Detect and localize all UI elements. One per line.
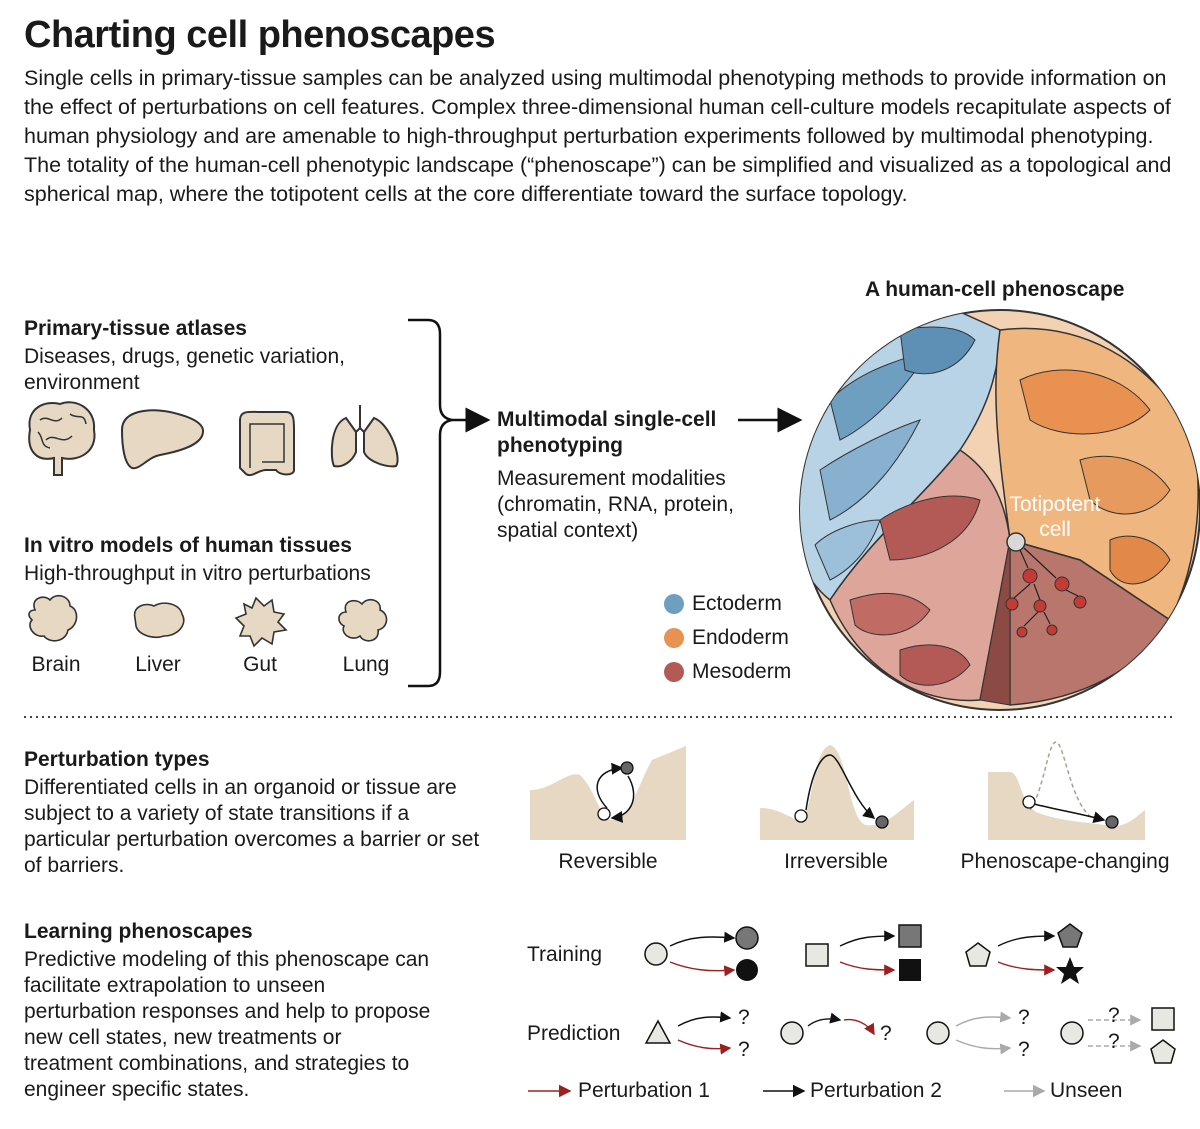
liver-icon <box>120 409 204 470</box>
reversible-landscape <box>530 746 686 840</box>
unknown-mark: ? <box>1108 1030 1120 1053</box>
phenoscape-sphere <box>799 309 1200 711</box>
gut-icon <box>239 410 295 477</box>
irreversible-landscape <box>760 745 914 840</box>
in-vitro-heading: In vitro models of human tissues <box>24 534 352 557</box>
prediction-triangle-group <box>644 1011 732 1055</box>
perturbation-description: Differentiated cells in an organoid or t… <box>24 776 480 877</box>
in-vitro-description: High-throughput in vitro perturbations <box>24 562 371 585</box>
unknown-mark: ? <box>1108 1004 1120 1027</box>
learning-heading: Learning phenoscapes <box>24 920 253 943</box>
phenoscape-changing-landscape <box>988 741 1145 840</box>
type-label-reversible: Reversible <box>558 850 658 873</box>
prediction-circle-unseen-group <box>926 1011 1012 1055</box>
mesoderm-label: Mesoderm <box>692 660 792 683</box>
unknown-mark: ? <box>1018 1006 1030 1029</box>
gut-organoid-icon <box>234 596 288 648</box>
bracket <box>408 318 453 688</box>
liver-organoid-icon <box>133 602 185 639</box>
type-label-phenoscape-changing: Phenoscape-changing <box>960 850 1170 873</box>
brain-organoid-icon <box>28 594 78 642</box>
phenotyping-heading-line1: Multimodal single-cell <box>497 408 717 431</box>
organoid-label-brain: Brain <box>31 653 81 676</box>
phenoscape-title: A human-cell phenoscape <box>865 278 1125 301</box>
phenotyping-heading-line2: phenotyping <box>497 434 623 457</box>
type-label-irreversible: Irreversible <box>784 850 888 873</box>
legend-perturbation-1: Perturbation 1 <box>578 1079 710 1102</box>
training-circle-group <box>644 926 759 981</box>
training-pentagon-group <box>965 923 1084 984</box>
atlases-description: Diseases, drugs, genetic variation, envi… <box>24 345 345 394</box>
prediction-novel-state-group <box>1060 1007 1176 1064</box>
prediction-label: Prediction <box>527 1022 621 1045</box>
perturbation-heading: Perturbation types <box>24 748 210 771</box>
learning-description: Predictive modeling of this phenoscape c… <box>24 948 431 1101</box>
ectoderm-label: Ectoderm <box>692 592 782 615</box>
lung-organoid-icon <box>338 598 388 642</box>
unknown-mark: ? <box>738 1006 750 1029</box>
mesoderm-swatch <box>664 662 684 682</box>
intro-paragraph: Single cells in primary-tissue samples c… <box>24 66 1172 206</box>
brain-icon <box>28 401 96 476</box>
unknown-mark: ? <box>738 1038 750 1061</box>
organoid-label-liver: Liver <box>135 653 181 676</box>
legend-perturbation-2: Perturbation 2 <box>810 1079 942 1102</box>
lung-icon <box>330 405 399 468</box>
legend-unseen: Unseen <box>1050 1079 1123 1102</box>
unknown-mark: ? <box>1018 1038 1030 1061</box>
atlases-heading: Primary-tissue atlases <box>24 317 247 340</box>
ectoderm-swatch <box>664 594 684 614</box>
unknown-mark: ? <box>880 1022 892 1045</box>
training-square-group <box>805 924 922 981</box>
endoderm-swatch <box>664 628 684 648</box>
totipotent-cell-label: Totipotent cell <box>1009 493 1101 541</box>
training-label: Training <box>527 943 603 966</box>
page-title: Charting cell phenoscapes <box>24 14 496 56</box>
organoid-label-lung: Lung <box>342 653 390 676</box>
endoderm-label: Endoderm <box>692 626 789 649</box>
prediction-circle-sequential-group <box>780 1012 875 1045</box>
organoid-label-gut: Gut <box>243 653 277 676</box>
measurement-modalities: Measurement modalities (chromatin, RNA, … <box>497 467 734 542</box>
